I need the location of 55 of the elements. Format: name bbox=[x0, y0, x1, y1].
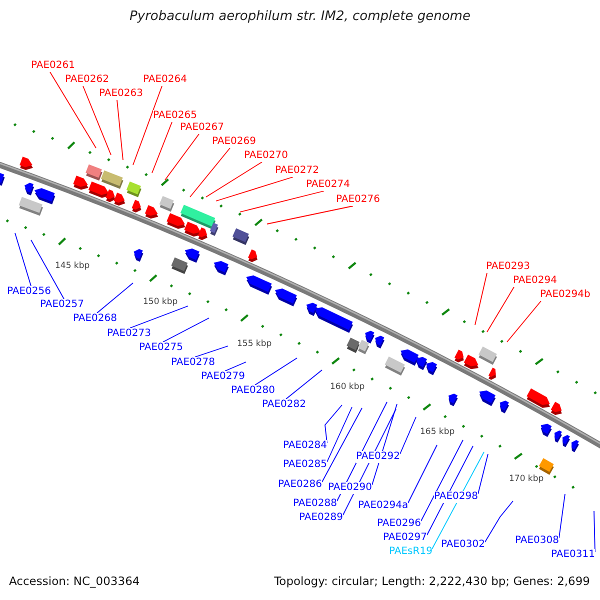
leader-line bbox=[484, 500, 514, 542]
gene-label: PAE0292 bbox=[356, 451, 400, 463]
leader-line bbox=[408, 444, 438, 504]
leader-line bbox=[206, 162, 262, 198]
leader-line bbox=[266, 206, 354, 224]
gene-label: PAE0270 bbox=[244, 150, 288, 162]
gene-label: PAE0294 bbox=[513, 275, 557, 287]
scale-label: 160 kbp bbox=[330, 382, 365, 392]
scale-label: 150 kbp bbox=[143, 297, 178, 307]
leader-line bbox=[50, 72, 96, 148]
footer-text: Accession: NC_003364 bbox=[9, 574, 140, 588]
leader-line bbox=[194, 346, 228, 358]
leader-line bbox=[152, 122, 172, 174]
gene-label: PAE0294b bbox=[540, 289, 590, 301]
scale-label: 155 kbp bbox=[237, 339, 272, 349]
leader-line bbox=[30, 240, 64, 300]
leader-line bbox=[162, 318, 210, 342]
gene-label: PAE0261 bbox=[31, 60, 75, 72]
leader-line bbox=[132, 86, 162, 166]
leader-line bbox=[190, 148, 230, 198]
leader-line bbox=[82, 86, 112, 156]
gene-label: PAE0298 bbox=[434, 491, 478, 503]
leader-line bbox=[216, 176, 294, 202]
leader-line bbox=[224, 362, 246, 372]
scale-label: 165 kbp bbox=[420, 427, 455, 437]
gene-label: PAE0264 bbox=[143, 74, 187, 86]
gene-label: PAE0293 bbox=[486, 261, 530, 273]
footer-text: Topology: circular; Length: 2,222,430 bp; Genes: 2,699 bbox=[274, 574, 590, 588]
leader-line bbox=[322, 408, 362, 482]
leader-line bbox=[486, 286, 514, 332]
leader-line bbox=[116, 100, 124, 160]
gene-label: PAE0267 bbox=[180, 122, 224, 134]
leader-line bbox=[506, 300, 542, 342]
gene-label: PAE0272 bbox=[275, 165, 319, 177]
leader-line bbox=[164, 134, 200, 180]
leader-line bbox=[420, 440, 464, 522]
leader-line bbox=[286, 370, 322, 400]
leader-line bbox=[474, 272, 488, 326]
gene-label: PAE0265 bbox=[153, 110, 197, 122]
leader-line bbox=[478, 454, 488, 494]
gene-label: PAE0269 bbox=[212, 136, 256, 148]
gene-label: PAE0276 bbox=[336, 194, 380, 206]
scale-label: 145 kbp bbox=[55, 261, 90, 271]
leader-line bbox=[14, 232, 32, 286]
leader-line bbox=[96, 282, 134, 314]
leader-line bbox=[130, 306, 188, 328]
title: Pyrobaculum aerophilum str. IM2, complete genome bbox=[128, 9, 472, 24]
scale-label: 170 kbp bbox=[509, 474, 544, 484]
leader-line bbox=[400, 416, 416, 454]
gene-label: PAE0274 bbox=[306, 179, 350, 191]
gene-label: PAE0262 bbox=[65, 74, 109, 86]
leader-line bbox=[240, 190, 324, 212]
leader-line bbox=[326, 406, 352, 462]
gene-label: PAE0290 bbox=[328, 482, 372, 494]
leader-line bbox=[254, 358, 298, 386]
